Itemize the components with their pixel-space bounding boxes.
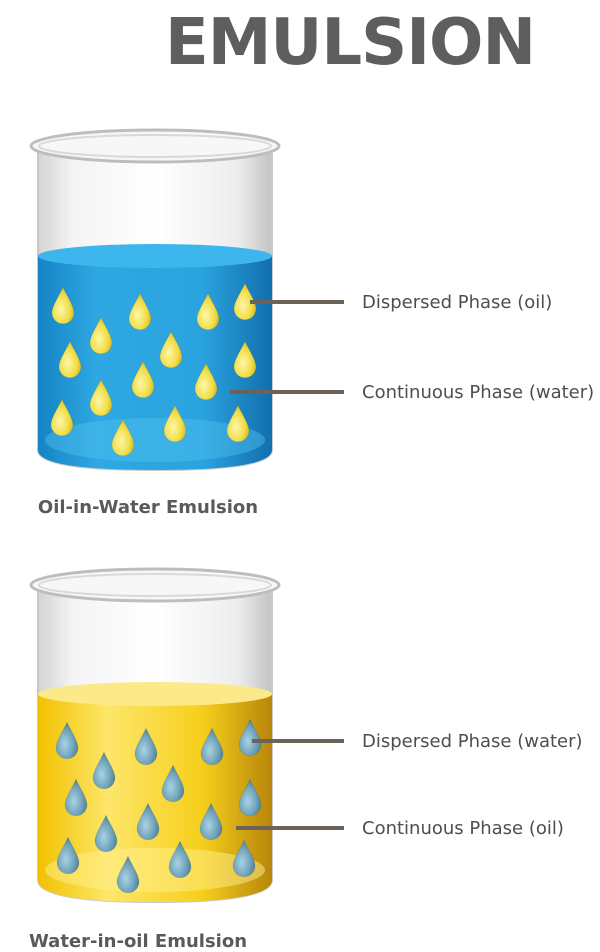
label-dispersed-phase: Dispersed Phase (water) <box>362 731 583 752</box>
water-droplet <box>232 839 256 878</box>
beaker-oil-in-water: Dispersed Phase (oil) Continuous Phase (… <box>29 128 594 518</box>
caption-oil-in-water: Oil-in-Water Emulsion <box>38 497 258 518</box>
water-droplet <box>168 840 192 879</box>
oil-droplets <box>50 282 257 457</box>
oil-droplet <box>159 330 183 369</box>
beaker-rim <box>29 128 281 164</box>
oil-surface <box>38 682 272 706</box>
water-droplet <box>238 718 262 757</box>
water-droplet <box>136 802 160 841</box>
oil-droplet <box>111 418 135 457</box>
water-bottom-glow <box>45 418 265 462</box>
oil-droplet <box>51 286 75 325</box>
label-dispersed-phase: Dispersed Phase (oil) <box>362 292 552 313</box>
label-continuous-phase: Continuous Phase (water) <box>362 382 594 403</box>
beaker-rim-inner <box>38 134 272 158</box>
water-surface <box>38 244 272 268</box>
water-droplet <box>56 836 80 875</box>
water-droplet <box>92 751 116 790</box>
oil-droplet <box>226 404 250 443</box>
oil-droplet <box>194 362 218 401</box>
oil-droplet <box>233 282 257 321</box>
water-droplet <box>161 764 185 803</box>
oil-droplet <box>131 360 155 399</box>
oil-bottom-glow <box>45 848 265 892</box>
oil-droplet <box>163 404 187 443</box>
oil-droplet <box>196 292 220 331</box>
oil-droplet <box>89 378 113 417</box>
water-droplet <box>238 778 262 817</box>
water-droplet <box>200 727 224 766</box>
water-droplet <box>55 721 79 760</box>
oil-droplet <box>233 340 257 379</box>
water-droplets <box>55 718 262 894</box>
beaker-water-in-oil: Dispersed Phase (water) Continuous Phase… <box>29 567 583 952</box>
caption-water-in-oil: Water-in-oil Emulsion <box>29 931 247 952</box>
water-droplet <box>64 778 88 817</box>
page-title: EMULSION <box>165 6 535 80</box>
beaker-rim-inner <box>38 573 272 597</box>
label-continuous-phase: Continuous Phase (oil) <box>362 818 564 839</box>
beaker-rim <box>29 567 281 603</box>
water-droplet <box>94 814 118 853</box>
water-droplet <box>116 855 140 894</box>
oil-droplet <box>50 398 74 437</box>
water-droplet <box>134 727 158 766</box>
oil-droplet <box>58 340 82 379</box>
water-droplet <box>199 802 223 841</box>
oil-droplet <box>128 292 152 331</box>
oil-droplet <box>89 316 113 355</box>
